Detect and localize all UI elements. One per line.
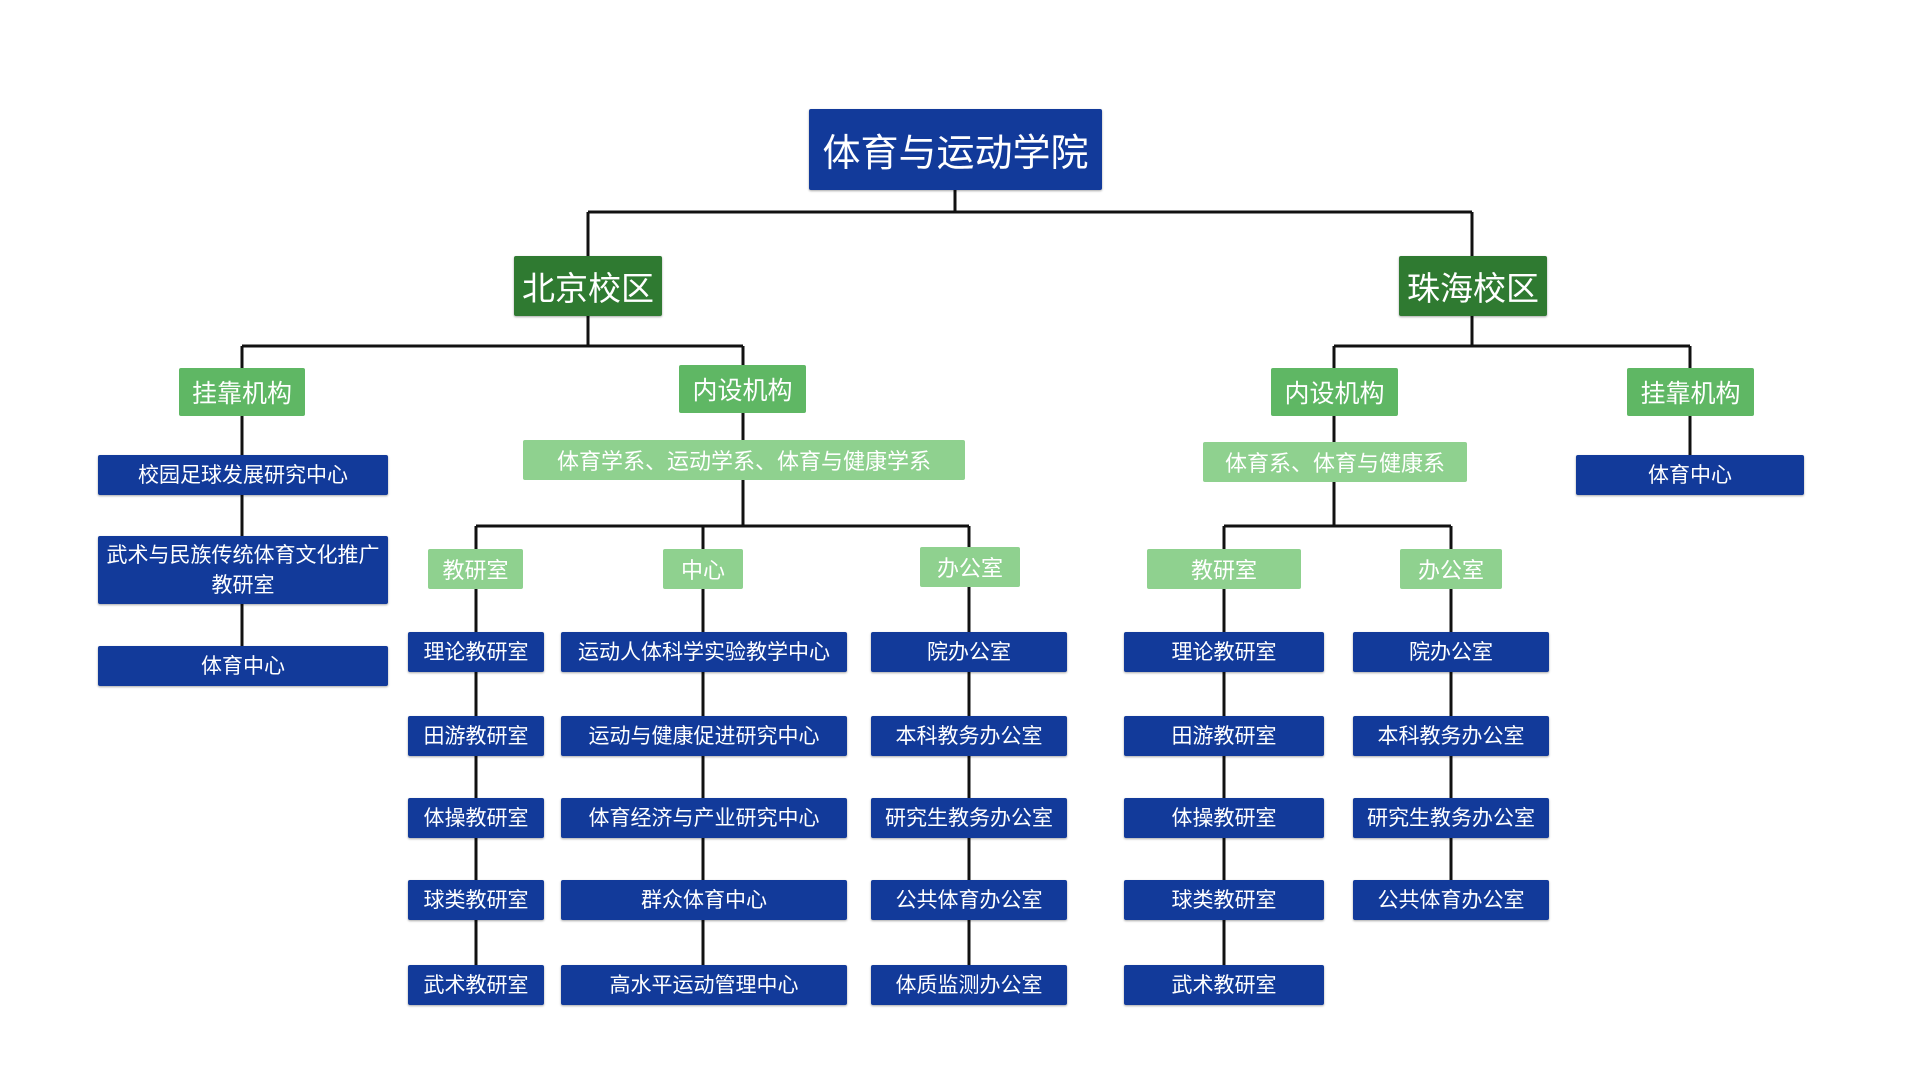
zhuhai-internal-label: 内设机构 xyxy=(1271,368,1398,416)
beijing-internal-label: 内设机构 xyxy=(679,365,806,413)
zhuhai-teaching-item: 武术教研室 xyxy=(1124,965,1324,1005)
zhuhai-teaching-item: 田游教研室 xyxy=(1124,716,1324,756)
beijing-teaching-item: 理论教研室 xyxy=(408,632,544,672)
beijing-center-item: 体育经济与产业研究中心 xyxy=(561,798,847,838)
beijing-office-item: 研究生教务办公室 xyxy=(871,798,1067,838)
beijing-teaching-label: 教研室 xyxy=(428,549,523,589)
beijing-office-item: 体质监测办公室 xyxy=(871,965,1067,1005)
zhuhai-office-item: 本科教务办公室 xyxy=(1353,716,1549,756)
zhuhai-teaching-item: 球类教研室 xyxy=(1124,880,1324,920)
beijing-office-item: 本科教务办公室 xyxy=(871,716,1067,756)
zhuhai-office-item: 院办公室 xyxy=(1353,632,1549,672)
zhuhai-affiliated-item: 体育中心 xyxy=(1576,455,1804,495)
campus-zhuhai: 珠海校区 xyxy=(1399,256,1547,316)
beijing-center-item: 群众体育中心 xyxy=(561,880,847,920)
beijing-offices-label: 办公室 xyxy=(920,547,1020,587)
zhuhai-offices-label: 办公室 xyxy=(1400,549,1502,589)
zhuhai-teaching-label: 教研室 xyxy=(1147,549,1301,589)
beijing-office-item: 院办公室 xyxy=(871,632,1067,672)
zhuhai-departments: 体育系、体育与健康系 xyxy=(1203,442,1467,482)
beijing-center-item: 运动人体科学实验教学中心 xyxy=(561,632,847,672)
beijing-affiliated-item: 武术与民族传统体育文化推广教研室 xyxy=(98,536,388,604)
beijing-teaching-item: 武术教研室 xyxy=(408,965,544,1005)
zhuhai-office-item: 公共体育办公室 xyxy=(1353,880,1549,920)
zhuhai-teaching-item: 体操教研室 xyxy=(1124,798,1324,838)
beijing-teaching-item: 球类教研室 xyxy=(408,880,544,920)
beijing-affiliated-item: 体育中心 xyxy=(98,646,388,686)
root-node: 体育与运动学院 xyxy=(809,109,1102,190)
zhuhai-office-item: 研究生教务办公室 xyxy=(1353,798,1549,838)
beijing-centers-label: 中心 xyxy=(663,549,743,589)
beijing-office-item: 公共体育办公室 xyxy=(871,880,1067,920)
beijing-center-item: 高水平运动管理中心 xyxy=(561,965,847,1005)
beijing-teaching-item: 田游教研室 xyxy=(408,716,544,756)
zhuhai-teaching-item: 理论教研室 xyxy=(1124,632,1324,672)
beijing-center-item: 运动与健康促进研究中心 xyxy=(561,716,847,756)
beijing-affiliated-label: 挂靠机构 xyxy=(179,368,305,416)
zhuhai-affiliated-label: 挂靠机构 xyxy=(1627,368,1754,416)
beijing-teaching-item: 体操教研室 xyxy=(408,798,544,838)
campus-beijing: 北京校区 xyxy=(514,256,662,316)
beijing-affiliated-item: 校园足球发展研究中心 xyxy=(98,455,388,495)
beijing-departments: 体育学系、运动学系、体育与健康学系 xyxy=(523,440,965,480)
